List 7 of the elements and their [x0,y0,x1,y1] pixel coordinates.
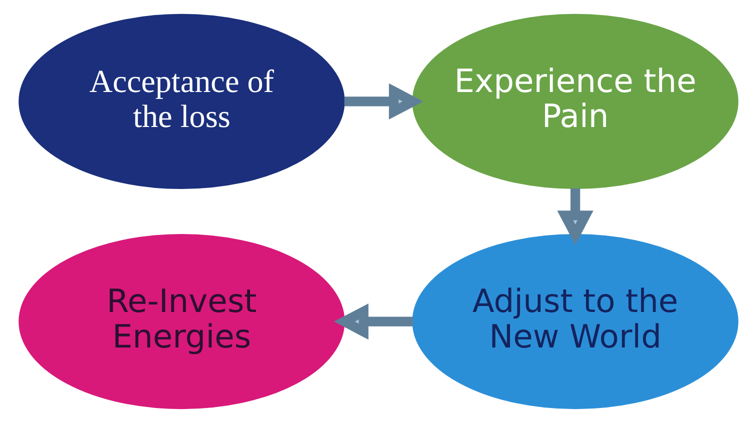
arrow [344,83,423,120]
node-ellipse: Acceptance of the loss [18,14,344,189]
node-ellipse: Re-Invest Energies [18,234,344,410]
arrow [556,188,593,246]
arrow [333,303,413,340]
node-ellipse: Adjust to the New World [412,234,738,410]
node-ellipse: Experience the Pain [412,14,738,189]
